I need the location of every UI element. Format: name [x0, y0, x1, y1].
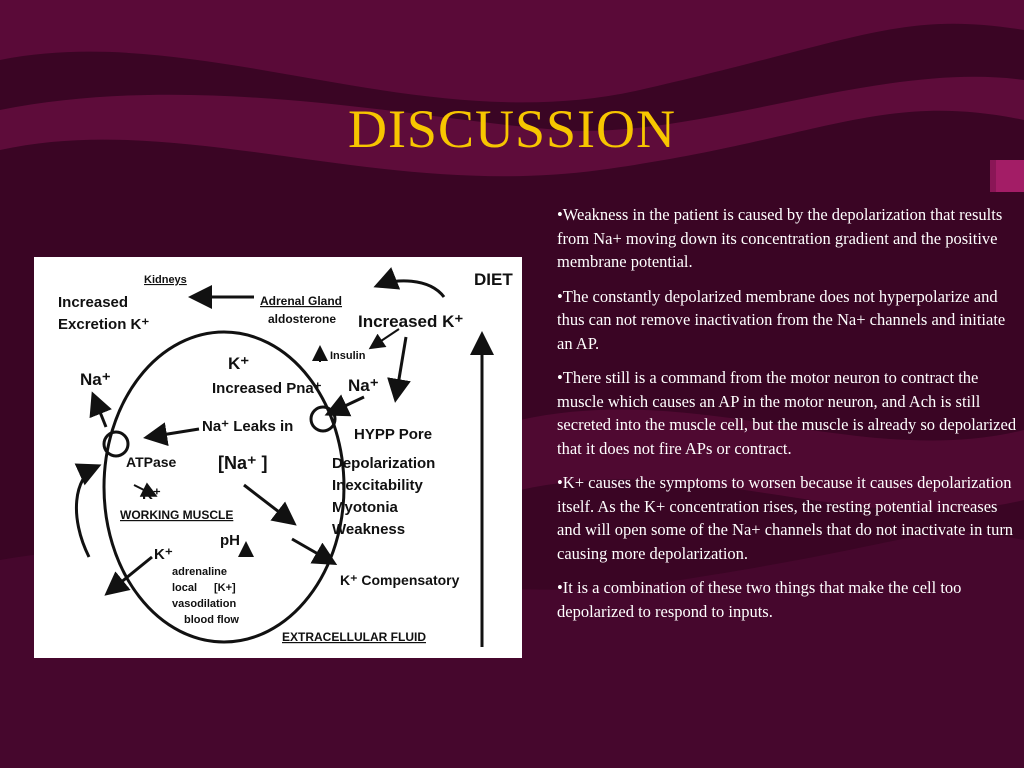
arrow-k-out	[104, 555, 153, 596]
arrow-na-leaks	[143, 422, 200, 447]
label-working-muscle: WORKING MUSCLE	[120, 508, 233, 522]
label-hypp-pore: HYPP Pore	[354, 426, 432, 443]
decorative-accent	[990, 160, 1024, 192]
label-increased-pna: Increased Pna⁺	[212, 380, 322, 397]
arrow-to-compensatory	[243, 483, 297, 526]
bullet-item: •There still is a command from the motor…	[557, 368, 1017, 458]
bullet-item: •K+ causes the symptoms to worsen becaus…	[557, 473, 1014, 563]
bullet-item: •It is a combination of these two things…	[557, 578, 962, 621]
label-na-plus-right: Na⁺	[348, 376, 379, 395]
label-excretion-k: Excretion K⁺	[58, 316, 149, 333]
label-increased-k: Increased K⁺	[358, 312, 463, 331]
label-increased: Increased	[58, 294, 128, 311]
label-depolarization: Depolarization	[332, 455, 435, 472]
label-k-plus: K⁺	[228, 354, 249, 373]
bullet-list: •Weakness in the patient is caused by th…	[557, 203, 1017, 634]
label-myotonia: Myotonia	[332, 499, 398, 516]
label-insulin: Insulin	[330, 350, 366, 362]
label-k-plus-2: K⁺	[142, 486, 161, 503]
arrow-increased-k-down	[387, 336, 411, 403]
diagram-svg: Kidneys Increased Excretion K⁺ Adrenal G…	[58, 267, 513, 647]
bullet-item: •Weakness in the patient is caused by th…	[557, 205, 1003, 271]
arrow-insulin	[368, 328, 400, 350]
label-vasodilation: vasodilation	[172, 598, 236, 610]
label-atpase: ATPase	[126, 454, 177, 470]
arrow-na-in	[324, 394, 365, 417]
label-adrenal-gland: Adrenal Gland	[260, 294, 342, 308]
arrow-diet-to-k	[373, 267, 446, 298]
label-extracellular-fluid: EXTRACELLULAR FLUID	[282, 630, 426, 644]
label-na-concentration: [Na⁺ ]	[218, 453, 268, 473]
atpase-pump-icon	[102, 430, 130, 458]
label-local-k: [K+]	[214, 582, 236, 594]
label-ph: pH	[220, 532, 240, 549]
arrow-loop-left	[74, 463, 102, 558]
bullet-item: •The constantly depolarized membrane doe…	[557, 286, 1006, 353]
label-aldosterone: aldosterone	[268, 312, 336, 326]
slide-title: DISCUSSION	[347, 99, 677, 159]
label-na-plus-left: Na⁺	[80, 370, 111, 389]
label-inexcitability: Inexcitability	[332, 477, 424, 494]
arrow-compensatory	[291, 537, 338, 565]
label-k-compensatory: K⁺ Compensatory	[340, 572, 460, 588]
label-weakness: Weakness	[332, 521, 405, 538]
label-blood-flow: blood flow	[184, 614, 239, 626]
label-k-plus-3: K⁺	[154, 546, 173, 563]
label-adrenaline: adrenaline	[172, 566, 227, 578]
arrow-na-out	[89, 391, 112, 428]
label-na-leaks-in: Na⁺ Leaks in	[202, 418, 293, 435]
muscle-cell-outline	[102, 330, 346, 644]
label-diet: DIET	[474, 270, 513, 289]
label-local: local	[172, 582, 197, 594]
label-kidneys: Kidneys	[144, 274, 187, 286]
hypp-pore-icon	[309, 405, 337, 433]
physiology-diagram: Kidneys Increased Excretion K⁺ Adrenal G…	[34, 257, 522, 658]
arrow-k-working	[133, 482, 158, 497]
